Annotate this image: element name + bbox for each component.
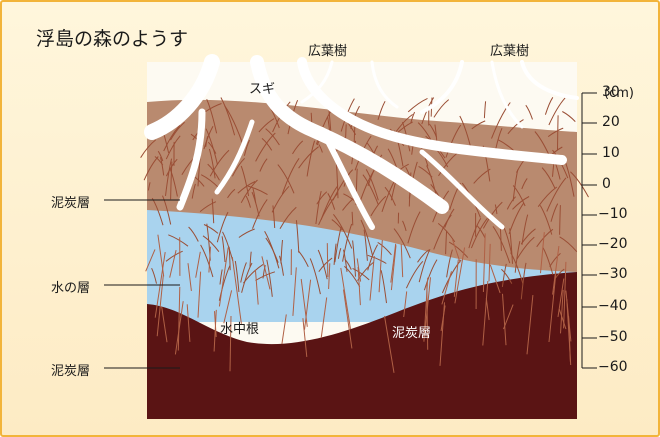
lower-peat — [147, 272, 577, 419]
scale-tick: 30 — [602, 84, 620, 100]
scale-tick: −30 — [598, 266, 628, 282]
peat-layer-bottom-label: 泥炭層 — [51, 364, 91, 379]
main-roots — [144, 54, 579, 230]
scale-unit: (cm) — [604, 86, 634, 101]
peat-layer-top-label: 泥炭層 — [51, 196, 91, 211]
scale-tick: −10 — [598, 206, 628, 222]
water-roots-label: 水中根 — [220, 322, 260, 337]
leader-lines — [104, 199, 180, 369]
scale-tick: −50 — [598, 329, 628, 345]
scale-tick: −60 — [598, 359, 628, 375]
scale-tick: 0 — [602, 176, 611, 192]
sugi-label: スギ — [249, 82, 276, 97]
broadleaf-label-left: 広葉樹 — [308, 44, 348, 59]
peat-inline-label: 泥炭層 — [392, 326, 432, 341]
scale-tick: 20 — [602, 114, 620, 130]
water-layer-label: 水の層 — [51, 281, 91, 296]
figure-title: 浮島の森のようす — [36, 28, 189, 50]
depth-scale — [581, 92, 597, 369]
scale-tick: −40 — [598, 298, 628, 314]
broadleaf-label-right: 広葉樹 — [490, 44, 530, 59]
scale-tick: 10 — [602, 145, 620, 161]
scale-tick: −20 — [598, 236, 628, 252]
